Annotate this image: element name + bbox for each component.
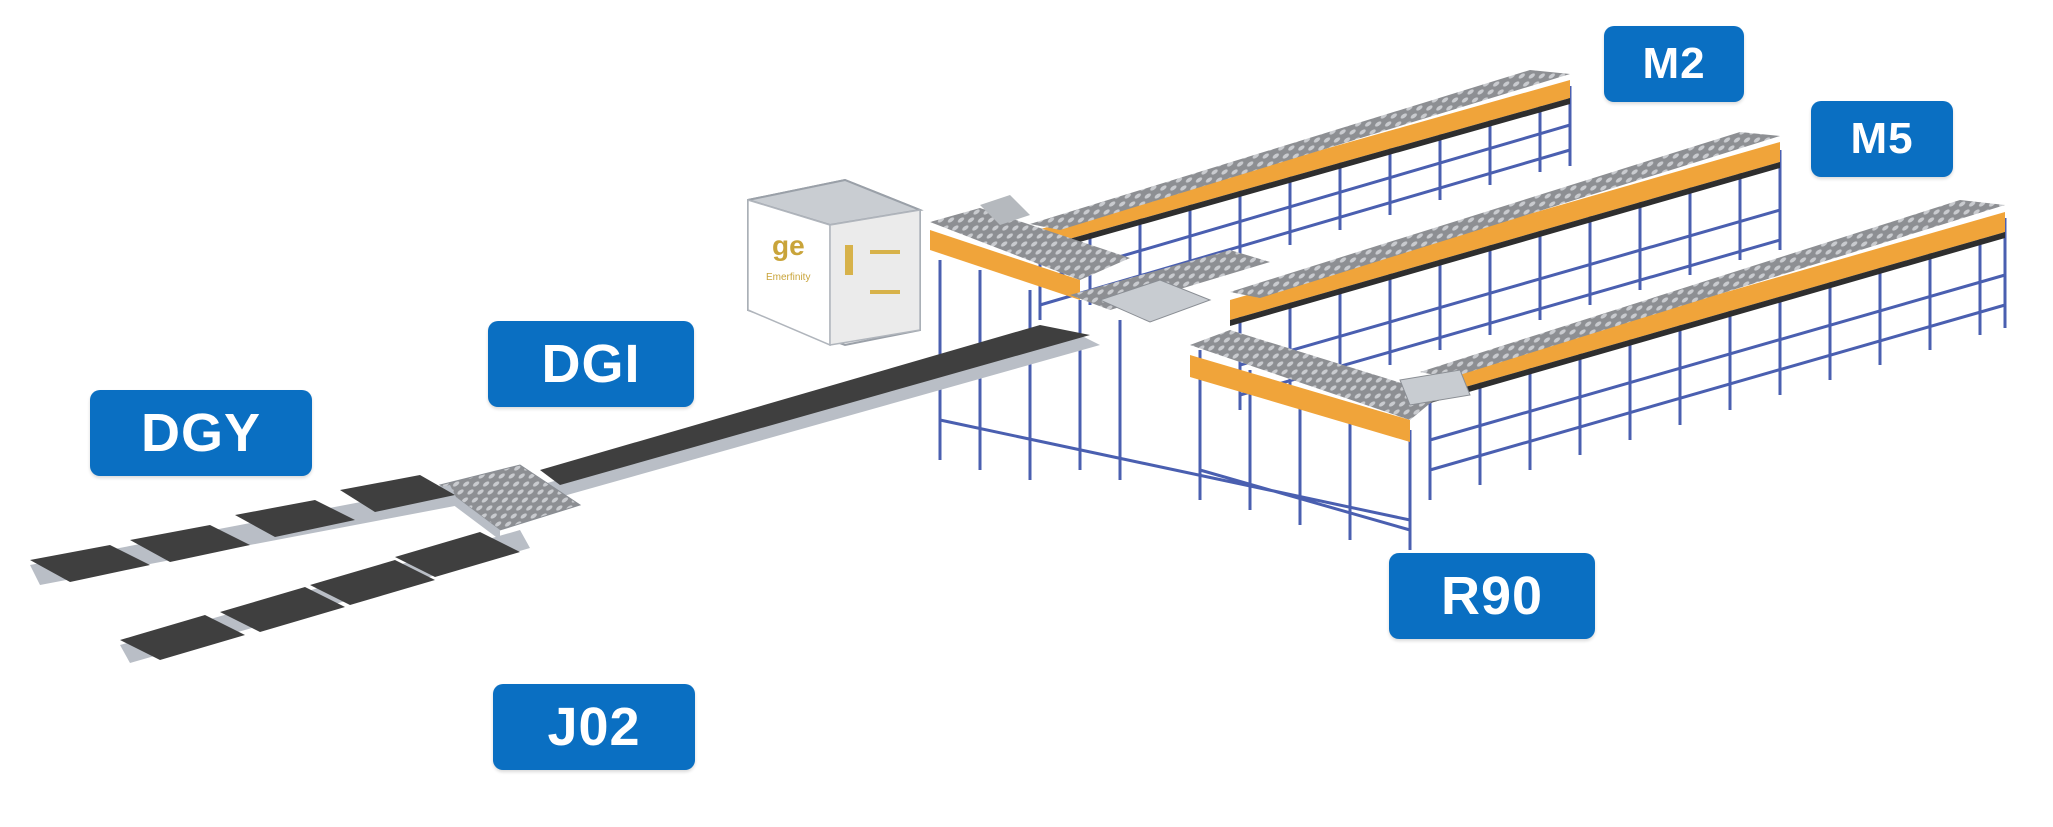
m2-label: M2 <box>1604 26 1744 102</box>
roller-line-m2 <box>1030 70 1572 320</box>
cabinet-brand: Emerfinity <box>766 272 810 283</box>
cabinet-decal <box>870 290 900 294</box>
belt-segment <box>30 545 150 582</box>
j02-label: J02 <box>493 684 695 770</box>
roller-line-lower-right <box>1420 200 2007 500</box>
side-panel <box>1190 355 1410 442</box>
cabinet-decal <box>845 245 853 275</box>
panel-edge <box>1420 232 2005 406</box>
legs <box>136 550 534 810</box>
transfer-plate <box>980 195 1030 225</box>
panel-edge <box>1230 162 1780 326</box>
roller-bed <box>1030 70 1570 230</box>
belt-line-main <box>540 325 1100 625</box>
cabinet-side <box>829 209 921 346</box>
roller-bed <box>1420 200 2005 378</box>
r90-label: R90 <box>1389 553 1595 639</box>
m5-label: M5 <box>1811 101 1953 177</box>
belt-line-j02 <box>120 530 534 810</box>
belt-side <box>540 335 1100 497</box>
roller-bed <box>930 208 1130 280</box>
side-panel <box>1420 212 2005 400</box>
cabinet-decal <box>870 250 900 254</box>
belt-segment <box>130 525 250 562</box>
legs <box>576 360 1064 625</box>
transfer-plate <box>1399 369 1471 406</box>
line-frame <box>1428 218 2007 500</box>
belt-segment <box>120 615 245 660</box>
dgi-label: DGI <box>488 321 694 407</box>
side-panel <box>930 230 1080 300</box>
panel-edge <box>1030 98 1570 256</box>
belt-line-dgy <box>30 475 460 745</box>
cabinet-logo: ge <box>772 230 805 261</box>
belt-segment <box>310 560 435 605</box>
cabinet-legs <box>757 330 923 580</box>
belt-surface <box>540 325 1090 485</box>
roller-bed <box>1230 132 1780 298</box>
side-panel <box>1030 80 1570 250</box>
belt-segment <box>220 587 345 632</box>
belt-segment <box>395 532 520 577</box>
transfer-plate <box>1098 279 1212 323</box>
belt-segment <box>340 475 455 512</box>
belt-segment <box>235 500 355 537</box>
roller-bed <box>1190 330 1440 420</box>
dgy-label: DGY <box>90 390 312 476</box>
operator-cabinet: ge Emerfinity <box>747 178 924 580</box>
side-panel <box>1230 142 1780 320</box>
